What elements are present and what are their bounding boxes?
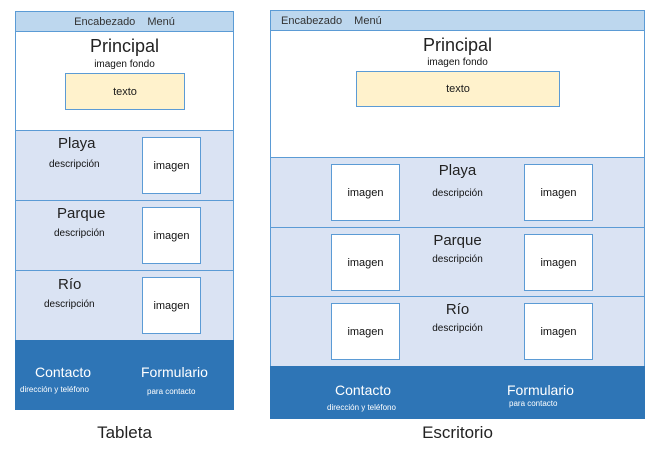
tablet-header: Encabezado Menú	[15, 11, 234, 32]
tablet-section-playa: Playa descripción imagen	[15, 130, 234, 201]
desktop-image-right: imagen	[524, 303, 593, 360]
tablet-section-parque: Parque descripción imagen	[15, 200, 234, 271]
tablet-section-title: Río	[58, 276, 82, 293]
desktop-section-title: Playa	[438, 162, 477, 179]
tablet-main-title: Principal	[89, 36, 160, 56]
desktop-caption: Escritorio	[422, 423, 493, 442]
desktop-section-title: Parque	[433, 232, 482, 249]
tablet-section-title: Playa	[58, 135, 96, 152]
tablet-caption: Tableta	[97, 423, 152, 442]
tablet-section-desc: descripción	[54, 228, 105, 239]
desktop-main-subtitle: imagen fondo	[427, 57, 488, 68]
tablet-section-rio: Río descripción imagen	[15, 270, 234, 341]
desktop-menu-label: Menú	[354, 14, 382, 27]
tablet-main-subtitle: imagen fondo	[94, 59, 155, 70]
tablet-footer: Contacto dirección y teléfono Formulario…	[15, 340, 234, 410]
desktop-section-desc: descripción	[432, 323, 483, 334]
desktop-contact-title: Contacto	[335, 382, 392, 398]
desktop-header: Encabezado Menú	[270, 10, 645, 31]
tablet-contact-title: Contacto	[35, 364, 92, 380]
desktop-image-right: imagen	[524, 164, 593, 221]
desktop-image-right: imagen	[524, 234, 593, 291]
tablet-image-box: imagen	[142, 207, 201, 264]
desktop-image-left: imagen	[331, 234, 400, 291]
tablet-section-title: Parque	[57, 205, 106, 222]
desktop-main-title: Principal	[422, 35, 493, 55]
desktop-section-parque: imagen Parque descripción imagen	[270, 227, 645, 297]
tablet-image-box: imagen	[142, 277, 201, 334]
tablet-contact-sub: dirección y teléfono	[20, 385, 89, 394]
desktop-main-area: Principal imagen fondo texto	[270, 30, 645, 158]
tablet-section-desc: descripción	[49, 159, 100, 170]
desktop-section-desc: descripción	[432, 254, 483, 265]
tablet-header-label: Encabezado	[74, 15, 136, 28]
desktop-text-box: texto	[356, 71, 560, 107]
desktop-image-left: imagen	[331, 164, 400, 221]
desktop-form-sub: para contacto	[509, 399, 558, 408]
tablet-form-title: Formulario	[141, 364, 208, 380]
desktop-contact-sub: dirección y teléfono	[327, 403, 396, 412]
tablet-menu-label: Menú	[147, 15, 175, 28]
desktop-section-desc: descripción	[432, 188, 483, 199]
tablet-main-area: Principal imagen fondo texto	[15, 31, 234, 131]
desktop-footer: Contacto dirección y teléfono Formulario…	[270, 366, 645, 419]
desktop-section-title: Río	[445, 301, 470, 318]
desktop-section-playa: imagen Playa descripción imagen	[270, 157, 645, 228]
desktop-section-rio: imagen Río descripción imagen	[270, 296, 645, 367]
desktop-header-label: Encabezado	[281, 14, 343, 27]
tablet-image-box: imagen	[142, 137, 201, 194]
tablet-section-desc: descripción	[44, 299, 95, 310]
desktop-form-title: Formulario	[507, 382, 574, 398]
tablet-form-sub: para contacto	[147, 387, 196, 396]
desktop-image-left: imagen	[331, 303, 400, 360]
tablet-text-box: texto	[65, 73, 185, 110]
